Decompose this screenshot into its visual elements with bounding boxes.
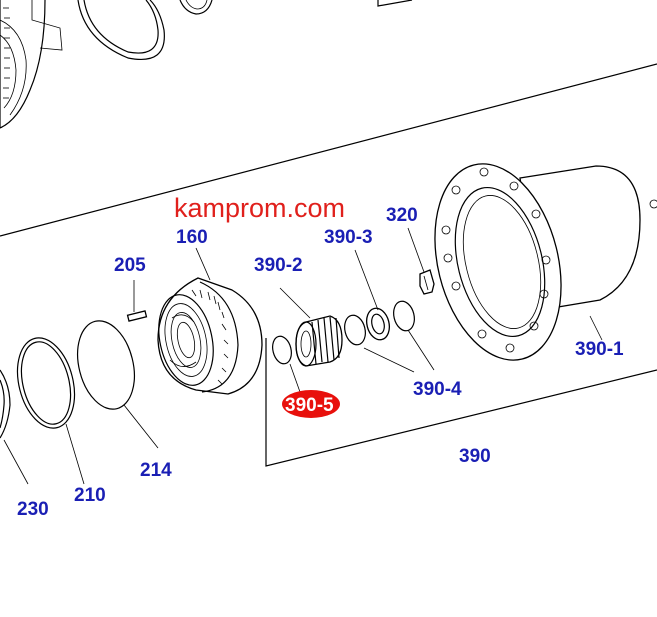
fitting-320 xyxy=(419,269,435,295)
label-390-3: 390-3 xyxy=(324,227,373,248)
label-390-2: 390-2 xyxy=(254,255,303,276)
upper-small-part xyxy=(179,0,213,15)
label-230: 230 xyxy=(17,499,49,520)
upper-housing xyxy=(0,0,63,129)
pin-205 xyxy=(126,310,148,322)
label-390-4: 390-4 xyxy=(413,379,462,400)
upper-bracket xyxy=(377,0,413,7)
ring-390-4-a xyxy=(344,314,366,346)
label-320: 320 xyxy=(386,205,418,226)
label-205: 205 xyxy=(114,255,146,276)
hub-160 xyxy=(157,277,263,395)
ring-390-3 xyxy=(365,307,391,341)
label-160: 160 xyxy=(176,227,208,248)
ring-230 xyxy=(0,369,11,439)
frame-bottom-line xyxy=(265,338,657,467)
label-390-5: 390-5 xyxy=(285,395,334,416)
ring-390-5 xyxy=(272,335,292,365)
housing-390-1 xyxy=(434,163,657,361)
leader-lines xyxy=(3,227,603,485)
ring-390-4-b xyxy=(393,300,415,332)
bushing-390-2 xyxy=(295,315,343,367)
upper-o-ring xyxy=(77,0,165,60)
ring-214 xyxy=(77,320,135,410)
label-214: 214 xyxy=(140,460,172,481)
label-210: 210 xyxy=(74,485,106,506)
frame-top-line xyxy=(0,63,657,237)
label-390: 390 xyxy=(459,446,491,467)
label-390-1: 390-1 xyxy=(575,339,624,360)
ring-210 xyxy=(16,337,76,429)
watermark: kamprom.com xyxy=(174,193,345,223)
label-390-5-highlight: 390-5 xyxy=(282,390,340,418)
